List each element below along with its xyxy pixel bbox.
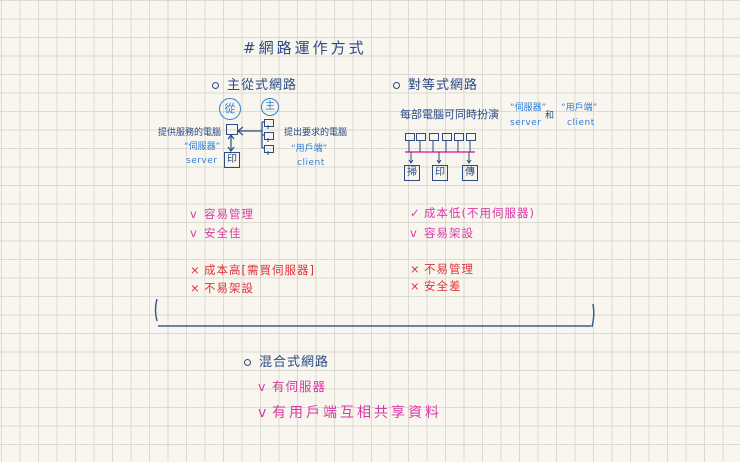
server-description: 提供服務的電腦: [158, 128, 222, 138]
check-icon: ✓: [410, 206, 421, 220]
server-computer-icon: [226, 124, 238, 135]
client-description: 提出要求的電腦: [284, 128, 348, 138]
peer-computer-icon: [466, 133, 476, 141]
pro-text: 安全佳: [204, 226, 242, 240]
peer-to-peer-heading-text: 對等式網路: [408, 78, 479, 93]
con-text: 不易管理: [424, 262, 474, 276]
client-computer-icon: [264, 132, 274, 140]
bullet-icon: [244, 359, 251, 366]
peer-server-english: server: [510, 118, 542, 128]
client-english: client: [297, 158, 325, 168]
client-server-pro-item: v 容易管理: [190, 206, 254, 222]
client-server-heading: 主從式網路: [212, 74, 297, 93]
pro-text: 容易架設: [424, 226, 474, 240]
client-name: “用戶端”: [291, 144, 328, 154]
check-icon: v: [190, 226, 198, 240]
check-icon: v: [258, 405, 270, 421]
client-circle-label: 主: [261, 98, 279, 116]
hybrid-heading: 混合式網路: [244, 351, 329, 370]
peer-computer-icon: [442, 133, 452, 141]
peer-pro-item: ✓成本低(不用伺服器): [410, 205, 535, 221]
server-circle-label: 從: [219, 98, 241, 120]
client-computer-icon: [264, 119, 274, 127]
pro-text: 成本低(不用伺服器): [424, 206, 535, 220]
check-icon: v: [190, 207, 198, 221]
con-text: 不易架設: [204, 281, 254, 295]
server-name: “伺服器”: [184, 142, 221, 152]
peer-pro-item: v 容易架設: [410, 225, 474, 241]
page-title: #網路運作方式: [243, 39, 367, 57]
bullet-icon: [393, 82, 400, 89]
bullet-icon: [212, 82, 219, 89]
peer-computer-icon: [429, 133, 439, 141]
peer-client-name: “用戶端”: [561, 103, 598, 113]
hybrid-point-text: 有伺服器: [272, 379, 327, 394]
scanner-box: 掃: [404, 165, 420, 181]
peer-computer-icon: [405, 133, 415, 141]
con-text: 成本高[需買伺服器]: [204, 263, 315, 277]
hybrid-point-text: 有用戶端互相共享資料: [272, 405, 442, 421]
client-server-con-item: ×不易架設: [190, 280, 254, 296]
server-english: server: [186, 156, 218, 166]
peer-computer-icon: [454, 133, 464, 141]
con-text: 安全差: [424, 279, 462, 293]
client-server-pro-item: v 安全佳: [190, 225, 242, 241]
cross-icon: ×: [410, 279, 421, 293]
client-server-heading-text: 主從式網路: [227, 78, 298, 93]
cross-icon: ×: [410, 262, 421, 276]
cross-icon: ×: [190, 281, 201, 295]
client-server-con-item: ×成本高[需買伺服器]: [190, 262, 315, 278]
check-icon: v: [410, 226, 418, 240]
printer-box: 印: [432, 165, 448, 181]
peer-con-item: ×不易管理: [410, 261, 474, 277]
fax-box: 傳: [462, 165, 478, 181]
peer-server-name: “伺服器”: [510, 103, 547, 113]
peer-computer-icon: [416, 133, 426, 141]
peer-client-english: client: [567, 118, 595, 128]
peer-and: 和: [545, 111, 555, 121]
peer-description: 每部電腦可同時扮演: [400, 108, 499, 121]
pro-text: 容易管理: [204, 207, 254, 221]
hybrid-point: v 有伺服器: [258, 376, 326, 395]
printer-box: 印: [224, 152, 240, 168]
peer-to-peer-heading: 對等式網路: [393, 74, 478, 93]
check-icon: v: [258, 379, 267, 394]
peer-con-item: ×安全差: [410, 278, 462, 294]
cross-icon: ×: [190, 263, 201, 277]
hybrid-heading-text: 混合式網路: [259, 355, 330, 370]
client-computer-icon: [264, 145, 274, 153]
